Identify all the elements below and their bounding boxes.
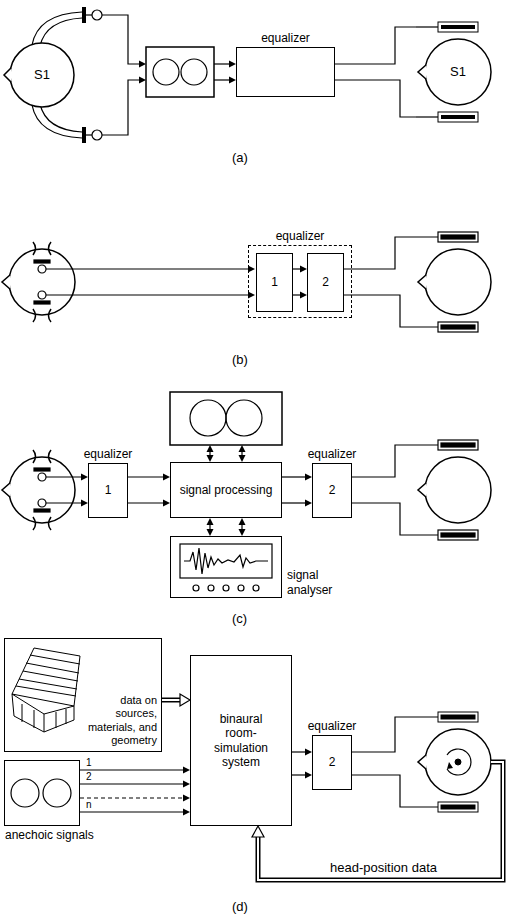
equalizer-stage: 1 <box>256 253 293 312</box>
signal-connector <box>335 27 416 64</box>
process-box: signal processing <box>170 462 282 518</box>
equalizer-box: equalizer2 <box>312 463 352 518</box>
signal-connector <box>293 292 307 299</box>
signal-connector <box>293 266 307 273</box>
signal-connector <box>282 500 312 507</box>
signal-connector <box>80 795 190 802</box>
signal-connector <box>292 772 312 779</box>
analyser-box: signal analyser <box>170 536 282 598</box>
equalizer-box: equalizer2 <box>312 735 352 790</box>
signal-connector <box>239 518 246 536</box>
box-label: signal analyser <box>287 568 347 597</box>
figure-label: (b) <box>232 352 248 368</box>
signal-connector <box>335 80 416 117</box>
box-heading: equalizer <box>276 229 325 243</box>
setup-b <box>2 232 491 332</box>
listener-head: S1 <box>416 10 496 134</box>
stage-number: 2 <box>329 483 336 497</box>
setup-c <box>2 392 491 591</box>
equalizer-box: equalizer1 <box>88 463 128 518</box>
figure-label: (c) <box>232 611 247 627</box>
equalizer-group: equalizer12 <box>248 245 352 318</box>
box-label: binaural room- simulation system <box>208 712 274 770</box>
channel-number: 2 <box>85 771 93 783</box>
arrowheads-a <box>139 61 236 84</box>
tape-recorder: anechoic signals <box>4 760 80 826</box>
signal-connector <box>128 500 170 507</box>
simulation-box: binaural room- simulation system <box>190 655 292 826</box>
equalizer-stage: 2 <box>307 253 344 312</box>
head-label: S1 <box>450 64 466 80</box>
room-data-box: data on sources, materials, and geometry <box>4 638 162 752</box>
signal-connector <box>282 474 312 481</box>
channel-number: 1 <box>85 757 93 769</box>
stage-number: 2 <box>329 755 336 769</box>
signal-connector <box>162 694 190 706</box>
stage-number: 1 <box>271 275 278 289</box>
signal-connector <box>292 749 312 756</box>
signal-connector <box>80 781 190 788</box>
stage-number: 1 <box>105 483 112 497</box>
dummy-head: S1 <box>2 42 76 108</box>
setup-d <box>11 648 503 880</box>
box-label: data on sources, materials, and geometry <box>81 694 157 747</box>
signal-connector <box>80 809 190 816</box>
box-heading: equalizer <box>261 31 310 45</box>
channel-number: n <box>85 799 93 811</box>
figure-label: (d) <box>232 899 248 915</box>
signal-label: head-position data <box>330 860 437 876</box>
box-label: signal processing <box>180 483 273 497</box>
box-heading: equalizer <box>84 447 133 461</box>
signal-connector <box>207 518 214 536</box>
box-label: anechoic signals <box>5 828 94 842</box>
box-heading: equalizer <box>308 447 357 461</box>
signal-connector <box>128 474 170 481</box>
box-heading: equalizer <box>308 719 357 733</box>
head-label: S1 <box>34 67 50 83</box>
equalizer-box: equalizer <box>236 47 335 97</box>
stage-number: 2 <box>322 275 329 289</box>
signal-connector <box>80 767 190 774</box>
figure-label: (a) <box>232 150 248 166</box>
